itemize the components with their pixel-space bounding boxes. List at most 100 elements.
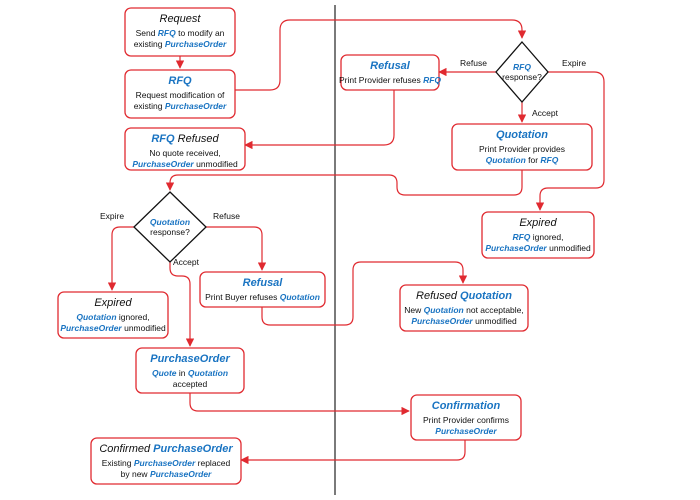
- edges: [107, 19, 605, 465]
- text-segment: by new: [121, 469, 150, 479]
- node-title: Refusal: [370, 60, 411, 72]
- node-title: RFQ: [168, 75, 192, 87]
- text-segment: PurchaseOrder: [60, 323, 122, 333]
- text-segment: Refusal: [243, 277, 284, 289]
- node-title: PurchaseOrder: [150, 353, 230, 365]
- text-segment: accepted: [173, 379, 208, 389]
- edge-po-to-confirmation: [189, 393, 410, 416]
- text-segment: Quotation: [496, 129, 548, 141]
- node-box: [340, 54, 440, 91]
- node-body-line: PurchaseOrder unmodified: [485, 243, 591, 253]
- node-body-line: PurchaseOrder unmodified: [411, 316, 517, 326]
- edge-quote-expire: [107, 226, 134, 291]
- text-segment: RFQ: [168, 75, 192, 87]
- node-body-line: RFQ ignored,: [512, 232, 563, 242]
- text-segment: RFQ: [158, 28, 176, 38]
- text-segment: to modify an: [176, 28, 225, 38]
- node-box: [135, 347, 245, 394]
- node-body-line: Print Provider confirms: [423, 415, 509, 425]
- text-segment: unmodified: [547, 243, 591, 253]
- node-body-line: existing PurchaseOrder: [134, 39, 227, 49]
- decision-text-line: Quotation: [150, 217, 190, 227]
- text-segment: Print Buyer refuses: [205, 292, 280, 302]
- node-box: [124, 127, 246, 171]
- edge-confirmation-to-confirmed-po: [240, 440, 466, 465]
- text-segment: No quote received,: [149, 148, 220, 158]
- text-segment: response?: [502, 72, 542, 82]
- text-segment: PurchaseOrder: [165, 39, 227, 49]
- text-segment: existing: [134, 101, 165, 111]
- text-segment: Request modification of: [136, 90, 225, 100]
- text-segment: in: [177, 368, 188, 378]
- text-segment: for: [526, 155, 541, 165]
- edge-label-rfq-refuse: Refuse: [460, 58, 487, 68]
- text-segment: RFQ: [512, 232, 530, 242]
- text-segment: Quotation: [486, 155, 526, 165]
- node-body-line: Print Provider refuses RFQ: [339, 75, 441, 85]
- text-segment: PurchaseOrder: [411, 316, 473, 326]
- text-segment: ignored,: [530, 232, 563, 242]
- node-title: Confirmation: [432, 400, 501, 412]
- text-segment: Existing: [102, 458, 134, 468]
- text-segment: Quotation: [280, 292, 320, 302]
- text-segment: Quotation: [76, 312, 116, 322]
- text-segment: PurchaseOrder: [134, 458, 196, 468]
- node-body-line: New Quotation not acceptable,: [404, 305, 524, 315]
- node-body-line: Quotation ignored,: [76, 312, 149, 322]
- node-body-line: Send RFQ to modify an: [136, 28, 225, 38]
- node-title: Expired: [519, 217, 557, 229]
- text-segment: Confirmed: [99, 443, 153, 455]
- node-box: [57, 291, 169, 339]
- edge-label-quote-refuse: Refuse: [213, 211, 240, 221]
- text-segment: PurchaseOrder: [150, 469, 212, 479]
- text-segment: Print Provider provides: [479, 144, 565, 154]
- edge-label-quote-expire: Expire: [100, 211, 124, 221]
- text-segment: Print Provider confirms: [423, 415, 509, 425]
- node-title: Request: [160, 13, 202, 25]
- edge-label-quote-accept: Accept: [173, 257, 200, 267]
- text-segment: Expired: [94, 297, 132, 309]
- decision-diamond: [495, 41, 549, 103]
- edge-rfq-to-rfq-decision: [235, 19, 527, 91]
- text-segment: response?: [150, 227, 190, 237]
- text-segment: RFQ: [513, 62, 531, 72]
- node-box: [399, 284, 529, 332]
- text-segment: Quotation: [188, 368, 228, 378]
- node-body-line: by new PurchaseOrder: [121, 469, 212, 479]
- node-title: Refused Quotation: [416, 290, 512, 302]
- text-segment: existing: [134, 39, 165, 49]
- text-segment: Quote: [152, 368, 177, 378]
- text-segment: Quotation: [460, 290, 512, 302]
- text-segment: unmodified: [473, 316, 517, 326]
- node-body-line: accepted: [173, 379, 208, 389]
- edge-buyer-refusal-to-refused-quotation: [261, 261, 468, 326]
- node-title: RFQ Refused: [151, 133, 219, 145]
- text-segment: PurchaseOrder: [153, 443, 233, 455]
- text-segment: Send: [136, 28, 158, 38]
- text-segment: Request: [160, 13, 202, 25]
- text-segment: PurchaseOrder: [485, 243, 547, 253]
- node-body-line: Print Provider provides: [479, 144, 565, 154]
- node-box: [410, 394, 522, 441]
- node-body-line: PurchaseOrder: [435, 426, 497, 436]
- text-segment: not acceptable,: [464, 305, 524, 315]
- edge-quotation-to-quotation-decision: [165, 170, 523, 196]
- node-title: Quotation: [496, 129, 548, 141]
- edge-label-rfq-accept: Accept: [532, 108, 559, 118]
- node-body-line: No quote received,: [149, 148, 220, 158]
- node-box: [199, 271, 326, 308]
- decision-text-line: response?: [150, 227, 190, 237]
- edge-quote-accept: [169, 262, 195, 347]
